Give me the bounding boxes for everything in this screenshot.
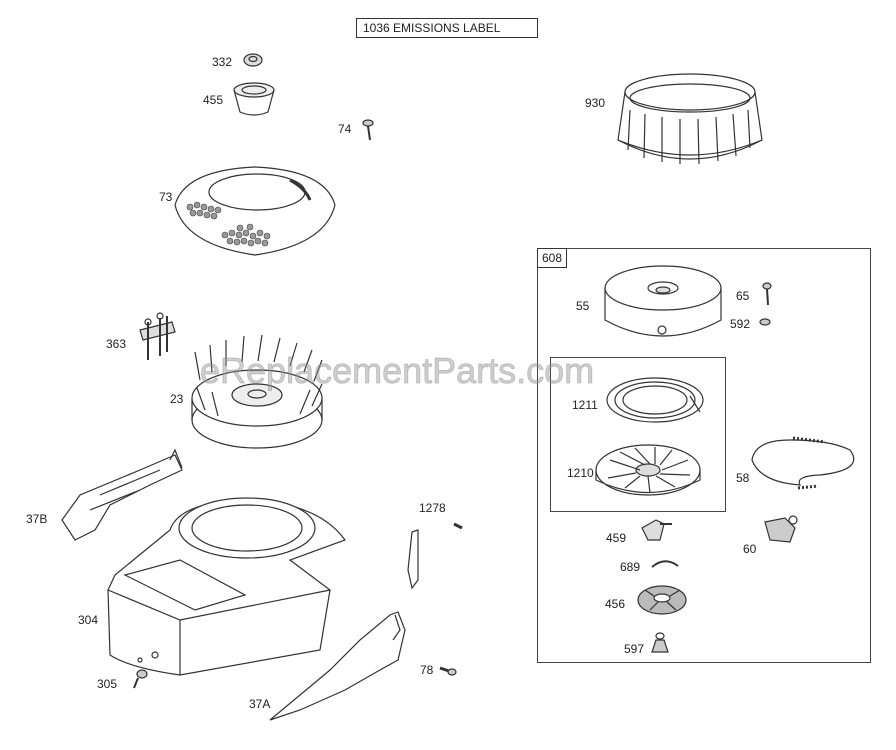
part-label-456[interactable]: 456 xyxy=(605,597,626,611)
part-1210-pulley-drawing xyxy=(595,444,701,496)
part-73-cover-drawing xyxy=(174,166,336,256)
part-1278-bracket-drawing xyxy=(407,522,463,590)
part-456-retainer-drawing xyxy=(637,585,687,615)
part-label-304[interactable]: 304 xyxy=(78,613,99,627)
part-60-handle-drawing xyxy=(764,515,798,543)
part-label-60[interactable]: 60 xyxy=(743,542,757,556)
part-label-305[interactable]: 305 xyxy=(97,677,118,691)
part-label-597[interactable]: 597 xyxy=(624,642,645,656)
part-304-blower-housing-drawing xyxy=(107,497,346,676)
part-58-rope-drawing xyxy=(751,436,855,490)
part-459-pawl-drawing xyxy=(641,519,672,541)
part-78-screw-drawing xyxy=(439,666,457,676)
part-label-363[interactable]: 363 xyxy=(106,337,127,351)
spring-pulley-subgroup-box xyxy=(550,357,726,512)
part-74-screw-drawing xyxy=(362,119,374,141)
part-592-nut-drawing xyxy=(759,318,771,326)
part-label-65[interactable]: 65 xyxy=(736,289,750,303)
part-23-flywheel-drawing xyxy=(191,334,323,449)
part-label-930[interactable]: 930 xyxy=(585,96,606,110)
emissions-label: 1036 EMISSIONS LABEL xyxy=(356,18,538,38)
part-332-nut-drawing xyxy=(243,53,263,67)
part-65-screw-drawing xyxy=(762,282,772,306)
part-37B-baffle-drawing xyxy=(61,448,183,541)
kit-608-group-box xyxy=(537,248,871,663)
part-1211-spring-drawing xyxy=(606,377,704,423)
part-455-cup-drawing xyxy=(233,82,275,116)
part-label-592[interactable]: 592 xyxy=(730,317,751,331)
part-label-23[interactable]: 23 xyxy=(170,392,184,406)
part-label-1278[interactable]: 1278 xyxy=(419,501,446,515)
part-label-689[interactable]: 689 xyxy=(620,560,641,574)
part-363-terminal-drawing xyxy=(139,312,176,360)
part-label-55[interactable]: 55 xyxy=(576,299,590,313)
part-label-459[interactable]: 459 xyxy=(606,531,627,545)
part-label-332[interactable]: 332 xyxy=(212,55,233,69)
part-597-screw-drawing xyxy=(651,632,669,653)
watermark: eReplacementParts.com xyxy=(199,350,595,392)
kit-608-label: 608 xyxy=(537,248,568,268)
part-label-455[interactable]: 455 xyxy=(203,93,224,107)
part-37A-baffle-drawing xyxy=(269,611,406,721)
part-label-37A[interactable]: 37A xyxy=(249,697,271,711)
part-930-ring-drawing xyxy=(617,73,763,165)
part-55-starter-housing-drawing xyxy=(604,265,722,337)
part-label-58[interactable]: 58 xyxy=(736,471,750,485)
part-label-73[interactable]: 73 xyxy=(159,190,173,204)
part-label-74[interactable]: 74 xyxy=(338,122,352,136)
part-label-78[interactable]: 78 xyxy=(420,663,434,677)
part-label-1210[interactable]: 1210 xyxy=(567,466,594,480)
part-label-1211[interactable]: 1211 xyxy=(572,398,598,412)
part-label-37B[interactable]: 37B xyxy=(26,512,48,526)
part-305-screw-drawing xyxy=(133,669,148,689)
part-689-clip-drawing xyxy=(651,560,679,568)
